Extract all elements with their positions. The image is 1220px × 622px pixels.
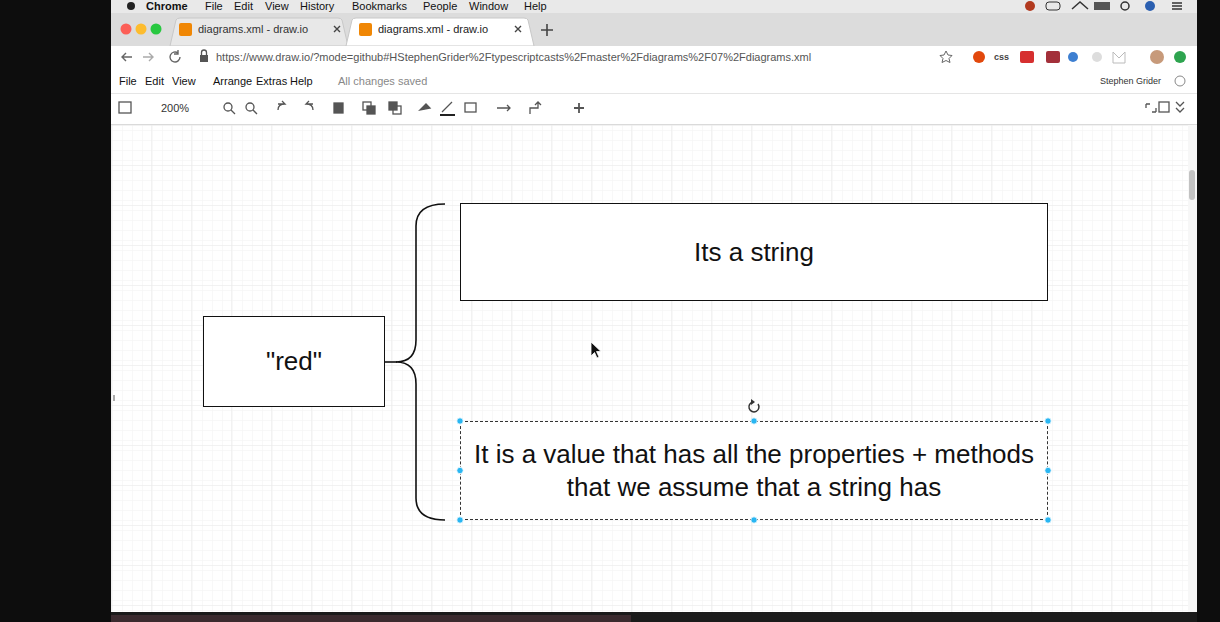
ui-text: All changes saved bbox=[338, 75, 427, 88]
status-icons bbox=[1025, 1, 1182, 11]
app-header bbox=[111, 69, 1197, 125]
back-button bbox=[122, 53, 132, 61]
ui-text: Edit bbox=[145, 75, 164, 88]
ui-text: Window bbox=[469, 0, 508, 13]
brace-stem bbox=[385, 361, 397, 363]
ui-text: Chrome bbox=[146, 0, 188, 13]
ui-text: Help bbox=[290, 75, 313, 88]
browser-tab-active bbox=[346, 18, 534, 46]
ui-text: diagrams.xml - draw.io bbox=[378, 23, 488, 36]
window-button bbox=[121, 24, 132, 35]
window-button bbox=[136, 24, 147, 35]
ui-text: Bookmarks bbox=[352, 0, 407, 13]
favicon bbox=[179, 23, 192, 36]
mouse-cursor bbox=[591, 342, 601, 358]
ui-text: Extras bbox=[256, 75, 287, 88]
forward-button bbox=[143, 53, 153, 61]
text-box: Its a string bbox=[460, 203, 1048, 301]
apple-logo bbox=[127, 2, 135, 10]
window-button bbox=[151, 24, 162, 35]
tab-strip bbox=[111, 13, 1197, 46]
canvas-grid bbox=[111, 125, 1188, 612]
reload-button bbox=[170, 50, 180, 62]
ui-text: File bbox=[119, 75, 137, 88]
rotate-handle bbox=[749, 402, 759, 412]
box-text: "red" bbox=[266, 345, 322, 378]
ui-text: Edit bbox=[234, 0, 253, 13]
star-icon bbox=[940, 51, 952, 63]
extension-icons bbox=[973, 50, 1186, 64]
toolbar bbox=[111, 46, 1197, 69]
new-tab bbox=[541, 24, 553, 36]
ui-text: View bbox=[172, 75, 196, 88]
text-box: "red" bbox=[203, 316, 385, 407]
ui-text: Stephen Grider bbox=[1100, 76, 1161, 86]
ui-text: https://www.draw.io/?mode=github#HStephe… bbox=[216, 51, 811, 64]
ui-text: css bbox=[994, 52, 1009, 62]
ui-text: People bbox=[423, 0, 457, 13]
ui-text: Help bbox=[524, 0, 547, 13]
separator bbox=[111, 93, 1197, 94]
favicon bbox=[359, 23, 372, 36]
text-box: It is a value that has all the propertie… bbox=[460, 421, 1048, 520]
ui-text: History bbox=[300, 0, 334, 13]
ui-text: Arrange bbox=[213, 75, 252, 88]
toolbar-icons bbox=[119, 101, 1184, 115]
tab-close bbox=[515, 26, 521, 32]
box-text: Its a string bbox=[694, 236, 814, 269]
ui-text: 200% bbox=[161, 102, 189, 115]
canvas bbox=[111, 125, 1188, 612]
ui-text: File bbox=[205, 0, 223, 13]
rotate-handle bbox=[751, 399, 755, 405]
tab-close bbox=[334, 26, 340, 32]
bottom-strip bbox=[111, 612, 1197, 622]
box-text: It is a value that has all the propertie… bbox=[472, 438, 1036, 503]
bottom-strip bbox=[111, 615, 631, 622]
scrollbar-thumb bbox=[1189, 170, 1195, 200]
ui-text: View bbox=[265, 0, 289, 13]
curly-brace bbox=[396, 204, 445, 520]
globe-icon bbox=[1175, 76, 1185, 86]
separator bbox=[111, 124, 1197, 125]
menu-bar bbox=[111, 0, 1197, 13]
lock-icon bbox=[200, 55, 208, 62]
sidebar-grip bbox=[113, 395, 115, 401]
ui-text: diagrams.xml - draw.io bbox=[198, 23, 308, 36]
scrollbar-track bbox=[1188, 125, 1197, 612]
browser-tab bbox=[170, 18, 348, 46]
